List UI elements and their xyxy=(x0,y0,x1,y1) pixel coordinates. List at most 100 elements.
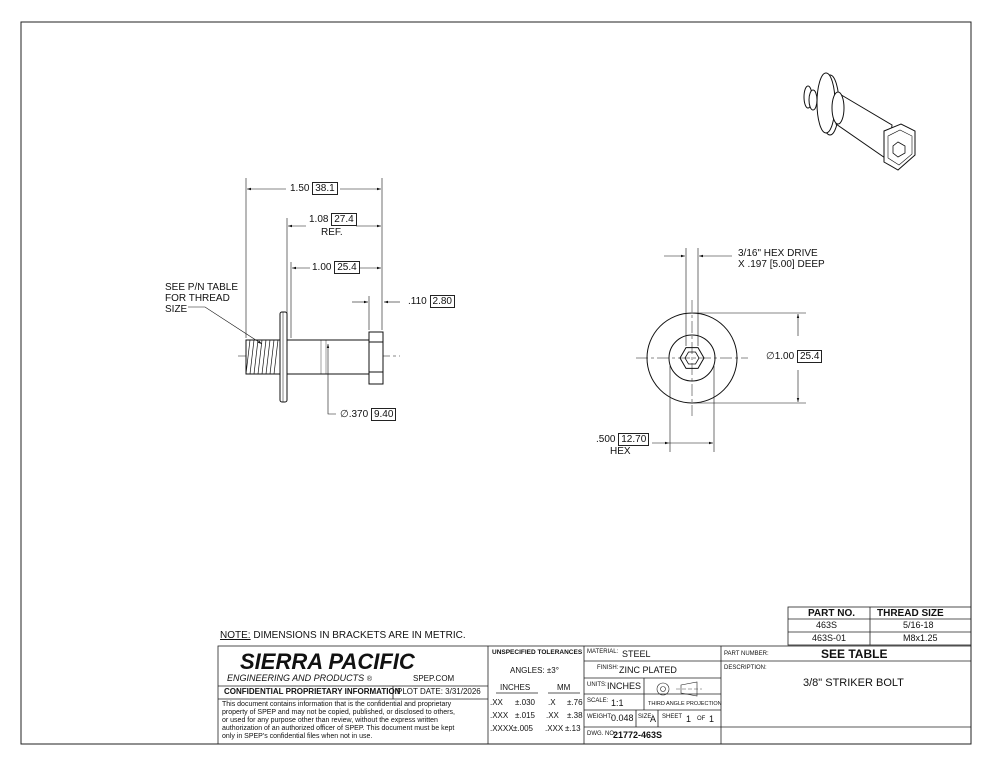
part-number-label: PART NUMBER: xyxy=(724,651,769,657)
hex-size-value: .500 xyxy=(596,434,616,445)
description-label: DESCRIPTION: xyxy=(724,665,767,671)
size-value: A xyxy=(650,714,657,724)
diameter-symbol: ∅ xyxy=(340,409,349,420)
weight-value: 0.048 xyxy=(611,713,634,723)
shank-length-mm: 25.4 xyxy=(334,261,360,274)
tol-format: .X xyxy=(548,698,556,707)
projection-label: THIRD ANGLE PROJECTION xyxy=(648,701,722,707)
description-value: 3/8" STRIKER BOLT xyxy=(803,677,904,689)
thread-size-header: THREAD SIZE xyxy=(877,608,944,619)
metric-note: NOTE: DIMENSIONS IN BRACKETS ARE IN METR… xyxy=(220,630,466,641)
side-view-dimensions xyxy=(188,178,400,415)
dwg-no-label: DWG. NO. xyxy=(587,731,616,737)
scale-value: 1:1 xyxy=(611,698,624,708)
thread-note: SEE P/N TABLE FOR THREAD SIZE xyxy=(165,282,238,315)
part-no-cell: 463S-01 xyxy=(812,633,847,643)
note-label: NOTE: xyxy=(220,630,251,641)
tol-value: ±.030 xyxy=(515,698,535,707)
overall-length-mm: 38.1 xyxy=(312,182,338,195)
tol-value: ±.76 xyxy=(567,698,583,707)
overall-length-value: 1.50 xyxy=(290,183,310,194)
of-label: OF xyxy=(697,716,706,722)
shank-dia-mm: 9.40 xyxy=(370,408,397,421)
registered-mark: ® xyxy=(366,676,372,683)
tol-format: .XXXX xyxy=(490,724,514,733)
ref-length-mm: 27.4 xyxy=(331,213,357,226)
overall-length-dim: 1.50 38.1 xyxy=(290,182,338,195)
ref-length-value: 1.08 xyxy=(309,214,329,225)
hex-drive-note: 3/16" HEX DRIVE X .197 [5.00] DEEP xyxy=(738,248,825,270)
dwg-no-value: 21772-463S xyxy=(613,730,663,740)
hex-drive-line-2: X .197 [5.00] DEEP xyxy=(738,259,825,270)
tol-format: .XXX xyxy=(545,724,564,733)
confidential-line: authorization of an authorized officer o… xyxy=(222,725,455,732)
thread-size-cell: M8x1.25 xyxy=(903,633,938,643)
shank-dia-dim: ∅.370 9.40 xyxy=(340,408,397,421)
mm-column-label: MM xyxy=(557,683,571,692)
of-value: 1 xyxy=(709,714,715,724)
isometric-view xyxy=(803,72,916,171)
shank-length-value: 1.00 xyxy=(312,262,332,273)
material-label: MATERIAL: xyxy=(587,649,619,655)
tol-value: ±.005 xyxy=(513,724,533,733)
title-block-grid xyxy=(217,606,972,745)
hex-label: HEX xyxy=(610,446,631,457)
confidential-line: property of SPEP and may not be copied, … xyxy=(222,709,455,716)
plot-date: PLOT DATE: 3/31/2026 xyxy=(397,687,481,696)
confidential-title: CONFIDENTIAL PROPRIETARY INFORMATION xyxy=(224,687,401,696)
part-no-cell: 463S xyxy=(816,620,838,630)
tol-format: .XXX xyxy=(490,711,509,720)
flange-value: .110 xyxy=(408,296,427,307)
diameter-symbol: ∅ xyxy=(766,351,775,362)
material-value: STEEL xyxy=(622,649,651,659)
side-view xyxy=(238,311,400,403)
flange-dim: .110 2.80 xyxy=(408,295,455,308)
confidential-text: This document contains information that … xyxy=(222,701,455,741)
company-logo-text: SIERRA PACIFIC xyxy=(240,649,415,674)
thread-note-line-3: SIZE xyxy=(165,304,188,315)
units-label: UNITS: xyxy=(587,682,607,688)
tol-format: .XX xyxy=(490,698,503,707)
shank-dia-value: .370 xyxy=(348,409,369,420)
end-view-dimensions xyxy=(652,248,806,452)
confidential-line: only in SPEP's confidential files when n… xyxy=(222,733,373,740)
hex-size-mm: 12.70 xyxy=(618,433,650,446)
thread-note-line-2: FOR THREAD xyxy=(165,293,230,304)
confidential-line: This document contains information that … xyxy=(222,701,452,708)
hex-drive-line-1: 3/16" HEX DRIVE xyxy=(738,248,818,259)
head-dia-dim: ∅1.00 25.4 xyxy=(766,350,823,363)
company-tagline: ENGINEERING AND PRODUCTS ® xyxy=(227,673,372,684)
part-number-value: SEE TABLE xyxy=(821,647,888,661)
sheet-value: 1 xyxy=(686,714,692,724)
finish-label: FINISH: xyxy=(597,665,619,671)
tol-value: ±.015 xyxy=(515,711,535,720)
part-no-header: PART NO. xyxy=(808,608,856,619)
thread-note-line-1: SEE P/N TABLE xyxy=(165,282,238,293)
company-website: SPEP.COM xyxy=(413,674,455,683)
end-view xyxy=(636,300,748,416)
inches-column-label: INCHES xyxy=(500,683,531,692)
tolerances-title: UNSPECIFIED TOLERANCES xyxy=(492,649,583,656)
flange-mm: 2.80 xyxy=(429,295,455,308)
tol-value: ±.38 xyxy=(567,711,583,720)
tagline-text: ENGINEERING AND PRODUCTS xyxy=(227,673,365,683)
shank-length-dim: 1.00 25.4 xyxy=(312,261,360,274)
size-label: SIZE: xyxy=(638,714,654,720)
hex-size-dim: .500 12.70 xyxy=(596,433,650,446)
head-dia-value: 1.00 xyxy=(774,351,795,362)
scale-label: SCALE: xyxy=(587,698,609,704)
units-value: INCHES xyxy=(607,681,642,691)
note-text: DIMENSIONS IN BRACKETS ARE IN METRIC. xyxy=(250,630,466,641)
thread-size-cell: 5/16-18 xyxy=(903,620,934,630)
tol-value: ±.13 xyxy=(565,724,581,733)
tol-format: .XX xyxy=(546,711,559,720)
finish-value: ZINC PLATED xyxy=(619,665,677,675)
head-dia-mm: 25.4 xyxy=(796,350,823,363)
ref-length-dim: 1.08 27.4 xyxy=(309,213,357,226)
sheet-label: SHEET xyxy=(662,714,683,720)
weight-label: WEIGHT: xyxy=(587,714,612,720)
confidential-line: or used for any purpose other than revie… xyxy=(222,717,438,724)
ref-label: REF. xyxy=(321,227,343,238)
